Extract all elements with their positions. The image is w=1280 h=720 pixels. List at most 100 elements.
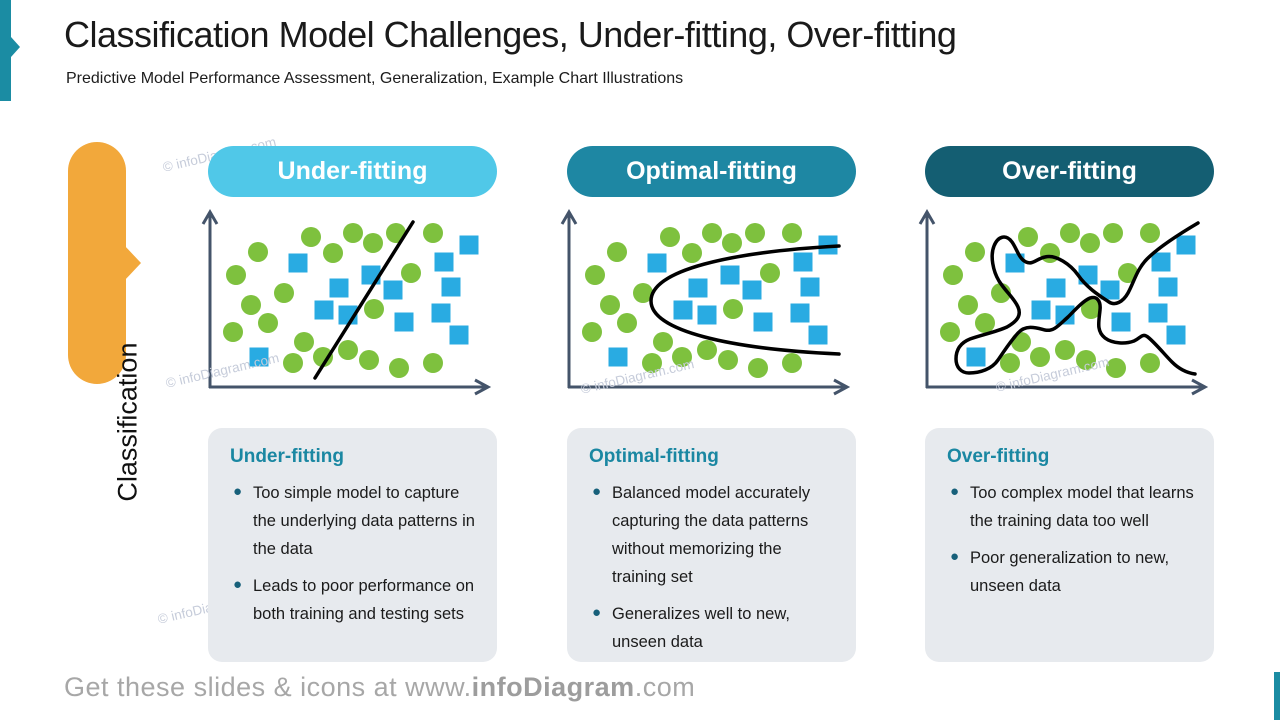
data-point-circle xyxy=(958,295,978,315)
data-point-square xyxy=(720,265,740,285)
data-point-circle xyxy=(1140,353,1160,373)
bullet-icon: ● xyxy=(950,483,960,500)
data-point-circle xyxy=(223,322,243,342)
category-tab-label: Classification xyxy=(112,342,143,502)
data-point-circle xyxy=(722,233,742,253)
data-point-square xyxy=(249,347,269,367)
overfitting-description-box: Over-fitting ● Too complex model that lea… xyxy=(925,428,1214,662)
data-point-square xyxy=(431,303,451,323)
data-point-square xyxy=(288,253,308,273)
data-point-circle xyxy=(313,347,333,367)
panel-header-optimal: Optimal-fitting xyxy=(567,146,856,197)
y-axis-arrow-icon xyxy=(918,209,936,225)
data-point-circle xyxy=(389,358,409,378)
bullet-text: Balanced model accurately capturing the … xyxy=(612,484,811,586)
data-point-circle xyxy=(723,299,743,319)
overfitting-scatter-chart xyxy=(918,209,1209,396)
data-point-square xyxy=(647,253,667,273)
data-point-circle xyxy=(682,243,702,263)
data-point-circle xyxy=(1080,233,1100,253)
data-point-circle xyxy=(633,283,653,303)
bullet-text: Poor generalization to new, unseen data xyxy=(970,549,1170,595)
data-point-circle xyxy=(241,295,261,315)
box-heading: Over-fitting xyxy=(947,446,1050,467)
data-point-circle xyxy=(338,340,358,360)
data-point-square xyxy=(449,325,469,345)
data-point-circle xyxy=(782,223,802,243)
x-axis-arrow-icon xyxy=(833,378,851,396)
footer-prefix: Get these slides & icons at www. xyxy=(64,672,472,702)
data-point-circle xyxy=(1081,299,1101,319)
data-point-circle xyxy=(364,299,384,319)
data-point-square xyxy=(742,280,762,300)
list-item: ●Balanced model accurately capturing the… xyxy=(589,479,838,591)
bullet-text: Generalizes well to new, unseen data xyxy=(612,605,790,651)
bullet-text: Too complex model that learns the traini… xyxy=(970,484,1194,530)
panel-header-overfitting: Over-fitting xyxy=(925,146,1214,197)
data-point-square xyxy=(688,278,708,298)
y-axis-arrow-icon xyxy=(201,209,219,225)
data-point-square xyxy=(441,277,461,297)
x-axis-arrow-icon xyxy=(1191,378,1209,396)
data-point-circle xyxy=(660,227,680,247)
optimal-fitting-scatter-chart xyxy=(560,209,851,396)
decision-boundary xyxy=(954,221,1200,376)
footer-credit: Get these slides & icons at www.infoDiag… xyxy=(64,672,695,703)
bullet-icon: ● xyxy=(592,604,602,621)
bullet-icon: ● xyxy=(233,483,243,500)
data-point-square xyxy=(1055,305,1075,325)
data-point-circle xyxy=(600,295,620,315)
data-point-square xyxy=(1111,312,1131,332)
data-point-circle xyxy=(745,223,765,243)
data-point-square xyxy=(329,278,349,298)
data-point-square xyxy=(673,300,693,320)
data-point-square xyxy=(1176,235,1196,255)
data-point-circle xyxy=(359,350,379,370)
data-point-square xyxy=(608,347,628,367)
data-point-circle xyxy=(702,223,722,243)
box-heading: Under-fitting xyxy=(230,446,344,467)
data-point-circle xyxy=(975,313,995,333)
list-item: ● Too complex model that learns the train… xyxy=(947,479,1196,535)
data-point-circle xyxy=(274,283,294,303)
x-axis-arrow-icon xyxy=(474,378,492,396)
data-point-square xyxy=(966,347,986,367)
data-point-circle xyxy=(940,322,960,342)
data-point-circle xyxy=(1018,227,1038,247)
data-point-square xyxy=(1046,278,1066,298)
data-point-square xyxy=(1100,280,1120,300)
data-point-circle xyxy=(582,322,602,342)
data-point-circle xyxy=(423,353,443,373)
bullet-text: Leads to poor performance on both traini… xyxy=(253,577,475,623)
data-point-circle xyxy=(226,265,246,285)
data-point-circle xyxy=(301,227,321,247)
data-point-circle xyxy=(617,313,637,333)
bullet-icon: ● xyxy=(233,576,243,593)
data-point-circle xyxy=(760,263,780,283)
data-point-circle xyxy=(294,332,314,352)
data-point-circle xyxy=(258,313,278,333)
data-point-circle xyxy=(697,340,717,360)
data-point-circle xyxy=(1055,340,1075,360)
data-point-square xyxy=(1148,303,1168,323)
data-point-square xyxy=(1166,325,1186,345)
data-point-circle xyxy=(1060,223,1080,243)
list-item: ● Poor generalization to new, unseen data xyxy=(947,544,1196,600)
data-point-circle xyxy=(642,353,662,373)
data-point-circle xyxy=(585,265,605,285)
data-point-square xyxy=(314,300,334,320)
data-point-square xyxy=(1158,277,1178,297)
data-point-circle xyxy=(1140,223,1160,243)
data-point-circle xyxy=(1118,263,1138,283)
underfitting-scatter-chart xyxy=(201,209,492,396)
data-point-circle xyxy=(283,353,303,373)
data-point-circle xyxy=(718,350,738,370)
list-item: ● Leads to poor performance on both train… xyxy=(230,572,479,628)
page-title: Classification Model Challenges, Under-f… xyxy=(64,14,957,55)
data-point-circle xyxy=(782,353,802,373)
data-point-circle xyxy=(1076,350,1096,370)
data-point-square xyxy=(383,280,403,300)
footer-brand: infoDiagram xyxy=(471,672,635,702)
bullet-icon: ● xyxy=(950,548,960,565)
